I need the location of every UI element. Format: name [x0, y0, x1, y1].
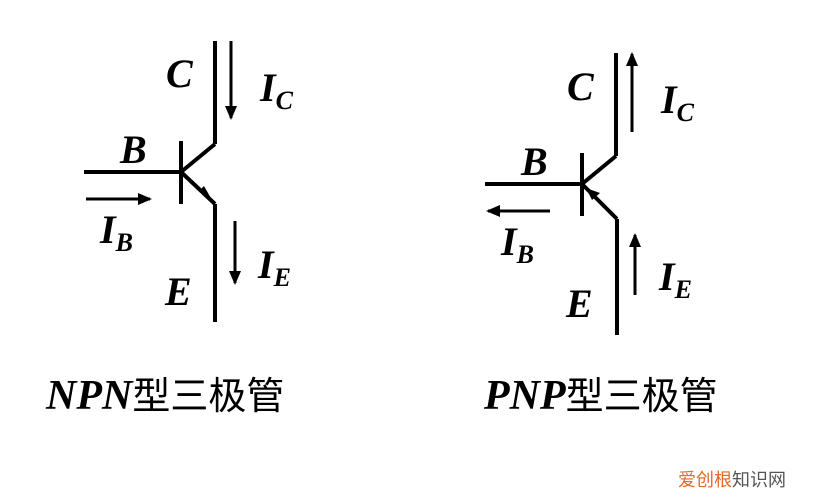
npn-emitter-label: E: [165, 269, 192, 314]
watermark: 爱创根知识网: [678, 470, 786, 491]
pnp-emitter-arrow-icon: [586, 188, 600, 200]
npn-collector-label: C: [166, 51, 193, 96]
pnp-collector-line: [580, 154, 618, 186]
npn-ib-label: IB: [100, 207, 133, 257]
npn-collector-line: [179, 142, 217, 174]
npn-caption: NPN型三极管: [46, 373, 285, 419]
npn-base-label: B: [120, 127, 147, 172]
npn-symbol: [84, 41, 241, 322]
pnp-emitter-label: E: [566, 281, 593, 326]
pnp-symbol: [485, 52, 641, 335]
pnp-ib-label: IB: [501, 219, 534, 269]
pnp-ie-label: IE: [659, 254, 692, 304]
pnp-caption: PNP型三极管: [484, 373, 718, 419]
npn-emitter-line: [179, 170, 217, 206]
pnp-base-label: B: [521, 139, 548, 184]
npn-emitter-arrow-icon: [200, 186, 212, 200]
pnp-ic-label: IC: [661, 77, 694, 127]
npn-ic-label: IC: [260, 65, 293, 115]
pnp-collector-label: C: [567, 64, 594, 109]
npn-ie-label: IE: [258, 242, 291, 292]
